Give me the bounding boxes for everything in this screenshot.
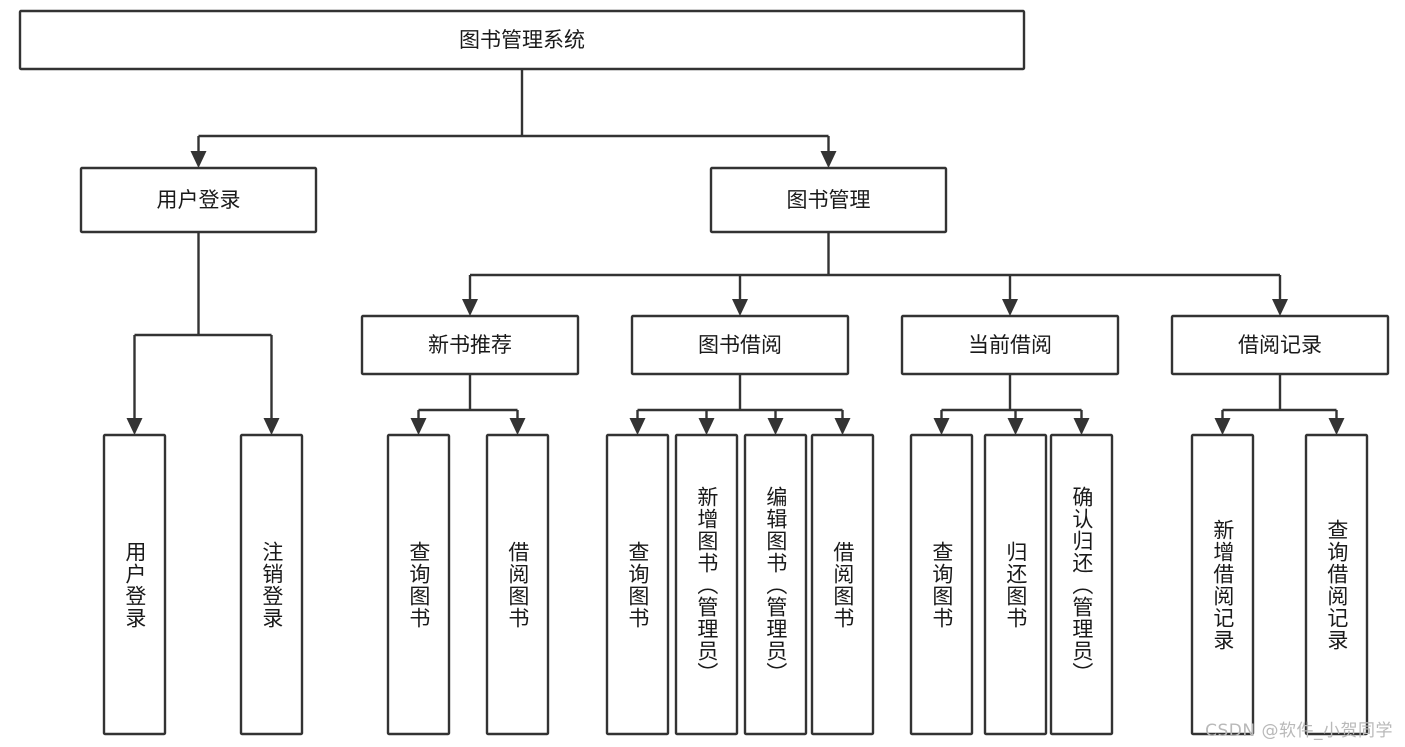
node-box-borrow-edit-book[interactable] [743, 433, 808, 736]
arrow-head-icon [698, 418, 715, 435]
node-box-record-query[interactable] [1304, 433, 1369, 736]
arrow-head-icon [834, 418, 851, 435]
node-box-user-login[interactable] [79, 166, 318, 234]
node-label-user-login: 用户登录 [157, 188, 241, 212]
arrow-head-icon [1073, 418, 1090, 435]
node-box-current-return-book[interactable] [983, 433, 1048, 736]
node-box-root[interactable] [18, 9, 1026, 71]
arrow-head-icon [509, 418, 526, 435]
node-box-book-borrow[interactable] [630, 314, 850, 376]
watermark: CSDN @软件_小贺同学 [1205, 721, 1393, 741]
node-label-current-borrow: 当前借阅 [968, 333, 1052, 357]
arrow-head-icon [1214, 418, 1231, 435]
node-box-borrow-borrow-book[interactable] [810, 433, 875, 736]
node-box-borrow-add-book[interactable] [674, 433, 739, 736]
node-box-current-confirm-return[interactable] [1049, 433, 1114, 736]
node-label-root: 图书管理系统 [459, 28, 585, 52]
node-label-book-borrow: 图书借阅 [698, 333, 782, 357]
node-box-record-add[interactable] [1190, 433, 1255, 736]
node-box-user-logout[interactable] [239, 433, 304, 736]
node-box-recommend-borrow-book[interactable] [485, 433, 550, 736]
arrow-head-icon [629, 418, 646, 435]
node-box-new-book-recommend[interactable] [360, 314, 580, 376]
arrow-head-icon [1002, 299, 1018, 316]
node-box-book-manage[interactable] [709, 166, 948, 234]
arrow-head-icon [1272, 299, 1288, 316]
arrow-head-icon [263, 418, 280, 435]
arrow-head-icon [732, 299, 748, 316]
boxes-layer [18, 9, 1390, 736]
arrow-head-icon [462, 299, 478, 316]
node-box-recommend-query-book[interactable] [386, 433, 451, 736]
node-label-book-manage: 图书管理 [787, 188, 871, 212]
arrow-head-icon [767, 418, 784, 435]
arrow-head-icon [190, 151, 207, 168]
node-box-current-borrow[interactable] [900, 314, 1120, 376]
arrow-head-icon [1328, 418, 1345, 435]
node-box-current-query-book[interactable] [909, 433, 974, 736]
arrow-head-icon [1007, 418, 1024, 435]
node-label-borrow-records: 借阅记录 [1238, 333, 1322, 357]
node-label-new-book-recommend: 新书推荐 [428, 333, 512, 357]
arrow-head-icon [126, 418, 143, 435]
node-box-borrow-query-book[interactable] [605, 433, 670, 736]
node-box-user-login-do[interactable] [102, 433, 167, 736]
connectors-layer [126, 69, 1345, 435]
node-box-borrow-records[interactable] [1170, 314, 1390, 376]
arrow-head-icon [820, 151, 837, 168]
arrow-head-icon [933, 418, 950, 435]
arrow-head-icon [410, 418, 427, 435]
